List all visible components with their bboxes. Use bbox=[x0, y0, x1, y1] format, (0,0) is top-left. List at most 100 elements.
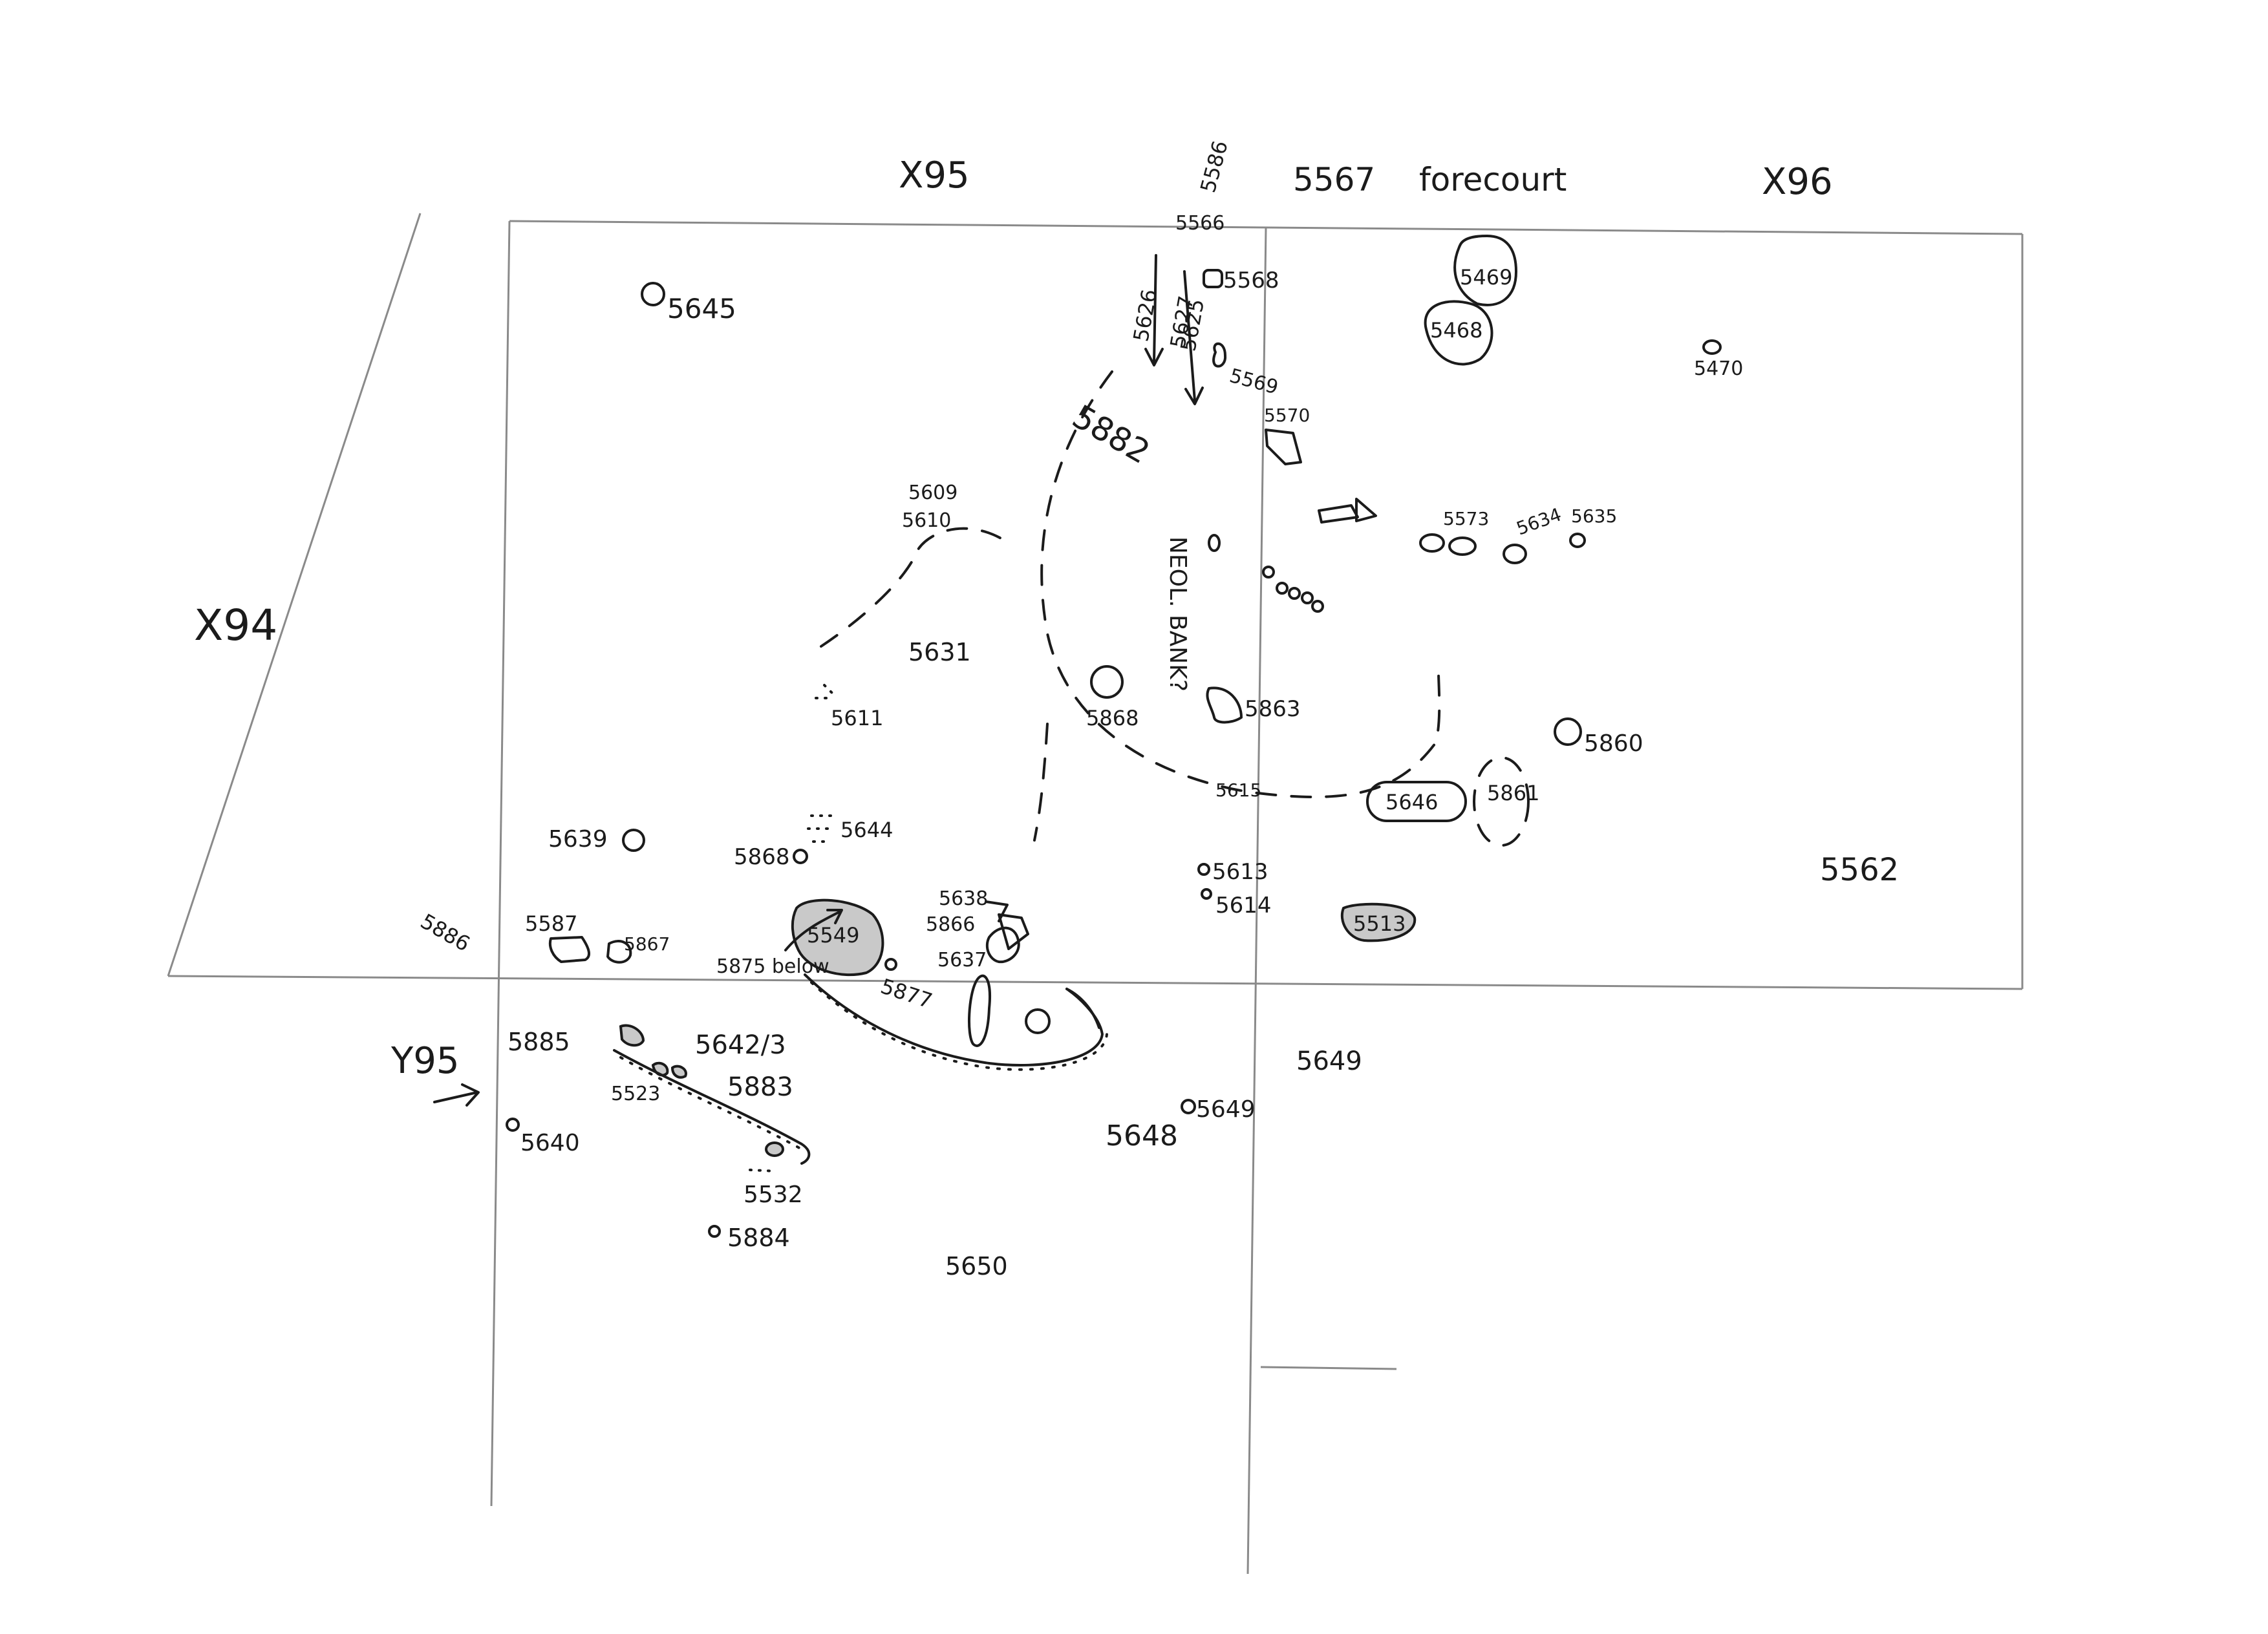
dashed-ditch-5615 bbox=[1040, 370, 1441, 798]
label-5884: 5884 bbox=[727, 1224, 790, 1252]
posthole-5568 bbox=[1203, 269, 1223, 288]
ditch-edge-east bbox=[1065, 988, 1100, 1029]
label-5568: 5568 bbox=[1223, 268, 1279, 293]
label-5609: 5609 bbox=[908, 482, 957, 504]
label-5640: 5640 bbox=[520, 1130, 580, 1156]
grid-label-x95: X95 bbox=[899, 154, 970, 196]
stakehole-5 bbox=[1311, 600, 1324, 613]
stakehole-4 bbox=[1301, 591, 1314, 604]
feature-outlines bbox=[506, 235, 1722, 1238]
context-labels: 5586 5566 5627 5626 5625 5568 5569 5645 … bbox=[416, 138, 1899, 1280]
label-5566: 5566 bbox=[1175, 212, 1225, 235]
label-5532: 5532 bbox=[744, 1182, 803, 1208]
shaded-pit-5549 bbox=[791, 898, 884, 976]
label-5868-south: 5868 bbox=[734, 844, 790, 870]
posthole-5877 bbox=[884, 958, 897, 971]
posthole-pair-east bbox=[1318, 498, 1377, 524]
ditch-edge-north bbox=[804, 973, 1104, 1066]
y95-arrow-icon bbox=[433, 1083, 480, 1107]
posthole-5614 bbox=[1201, 888, 1212, 900]
arrow-5638-icon bbox=[985, 900, 1009, 922]
label-5634: 5634 bbox=[1514, 504, 1564, 539]
shaded-features bbox=[619, 898, 1417, 1157]
grid-label-x96: X96 bbox=[1762, 161, 1833, 203]
label-neol-bank: NEOL. BANK? bbox=[1164, 536, 1191, 692]
label-5863: 5863 bbox=[1245, 696, 1301, 722]
posthole-central bbox=[1208, 534, 1221, 552]
label-5614: 5614 bbox=[1215, 893, 1272, 918]
label-5860: 5860 bbox=[1584, 730, 1643, 757]
posthole-5868-south bbox=[793, 849, 808, 864]
dashed-boundaries bbox=[820, 370, 1530, 847]
pit-5469 bbox=[1453, 235, 1517, 306]
label-5875-below: 5875 below bbox=[716, 955, 829, 978]
pit-5646 bbox=[1366, 781, 1467, 822]
grid-x95-line bbox=[490, 220, 511, 1507]
grid-stub-line bbox=[1260, 1366, 1397, 1370]
label-5637: 5637 bbox=[937, 949, 987, 971]
shaded-pit-5513 bbox=[1340, 902, 1417, 942]
posthole-5570 bbox=[1265, 429, 1302, 465]
label-5610: 5610 bbox=[902, 509, 951, 532]
label-5523: 5523 bbox=[611, 1083, 660, 1105]
pit-ditch-terminal bbox=[1025, 1008, 1051, 1034]
grid-lines bbox=[167, 213, 2024, 1575]
posthole-5470 bbox=[1702, 339, 1722, 355]
pit-5637 bbox=[968, 974, 991, 1047]
posthole-5640 bbox=[506, 1118, 520, 1132]
forecourt-word-label: forecourt bbox=[1419, 161, 1567, 198]
hachured-ditch bbox=[613, 973, 1108, 1165]
label-5649-east: 5649 bbox=[1296, 1046, 1362, 1076]
dotted-feature-5532 bbox=[749, 1169, 777, 1172]
label-5868-north: 5868 bbox=[1086, 706, 1139, 730]
label-5587: 5587 bbox=[525, 911, 577, 936]
label-5611: 5611 bbox=[831, 706, 883, 730]
arrow-5875-icon bbox=[784, 909, 843, 951]
label-5866: 5866 bbox=[926, 913, 975, 936]
label-5883: 5883 bbox=[727, 1072, 793, 1102]
ditch-hachure-north bbox=[810, 981, 1108, 1071]
pit-5868 bbox=[1090, 665, 1124, 699]
dotted-feature-5611 bbox=[815, 684, 835, 699]
grid-x94-line bbox=[167, 213, 422, 977]
posthole-5573-b bbox=[1448, 536, 1477, 556]
pit-5863 bbox=[1206, 686, 1243, 724]
label-5626: 5626 bbox=[1128, 288, 1162, 344]
posthole-5645 bbox=[641, 282, 665, 306]
stakehole-1 bbox=[1262, 566, 1275, 578]
pit-5866 bbox=[998, 913, 1029, 950]
stakehole-2 bbox=[1276, 582, 1289, 595]
pit-5468 bbox=[1424, 300, 1493, 366]
pit-5638 bbox=[985, 926, 1020, 964]
label-5644: 5644 bbox=[840, 818, 893, 842]
label-5861: 5861 bbox=[1487, 781, 1539, 805]
dotted-feature-5644 bbox=[807, 814, 835, 843]
label-5645: 5645 bbox=[667, 293, 736, 324]
ditch-edge-south bbox=[613, 1049, 811, 1165]
grid-y95-line bbox=[167, 975, 2023, 990]
label-5468: 5468 bbox=[1430, 318, 1482, 343]
label-5639: 5639 bbox=[548, 826, 608, 853]
pit-5587 bbox=[548, 936, 590, 963]
label-5648: 5648 bbox=[1106, 1119, 1178, 1152]
label-5867: 5867 bbox=[624, 933, 670, 955]
posthole-5639 bbox=[622, 829, 645, 852]
label-5642-3: 5642/3 bbox=[695, 1030, 786, 1060]
label-5613: 5613 bbox=[1212, 859, 1268, 885]
label-5646: 5646 bbox=[1385, 790, 1438, 814]
dashed-feature-5631 bbox=[820, 527, 1010, 648]
ditch-hachure-south bbox=[619, 1056, 803, 1151]
shaded-pit-5885 bbox=[619, 1024, 645, 1047]
label-5886: 5886 bbox=[416, 909, 475, 957]
posthole-5613 bbox=[1197, 863, 1210, 876]
label-5573: 5573 bbox=[1443, 508, 1489, 529]
label-5635: 5635 bbox=[1571, 505, 1617, 527]
label-5638: 5638 bbox=[939, 887, 988, 910]
label-5882: 5882 bbox=[1066, 398, 1156, 471]
arrow-5625-icon bbox=[1183, 270, 1204, 405]
dashed-pit-5861 bbox=[1473, 756, 1530, 847]
grid-label-x94: X94 bbox=[194, 600, 277, 650]
posthole-5573-a bbox=[1419, 533, 1445, 553]
